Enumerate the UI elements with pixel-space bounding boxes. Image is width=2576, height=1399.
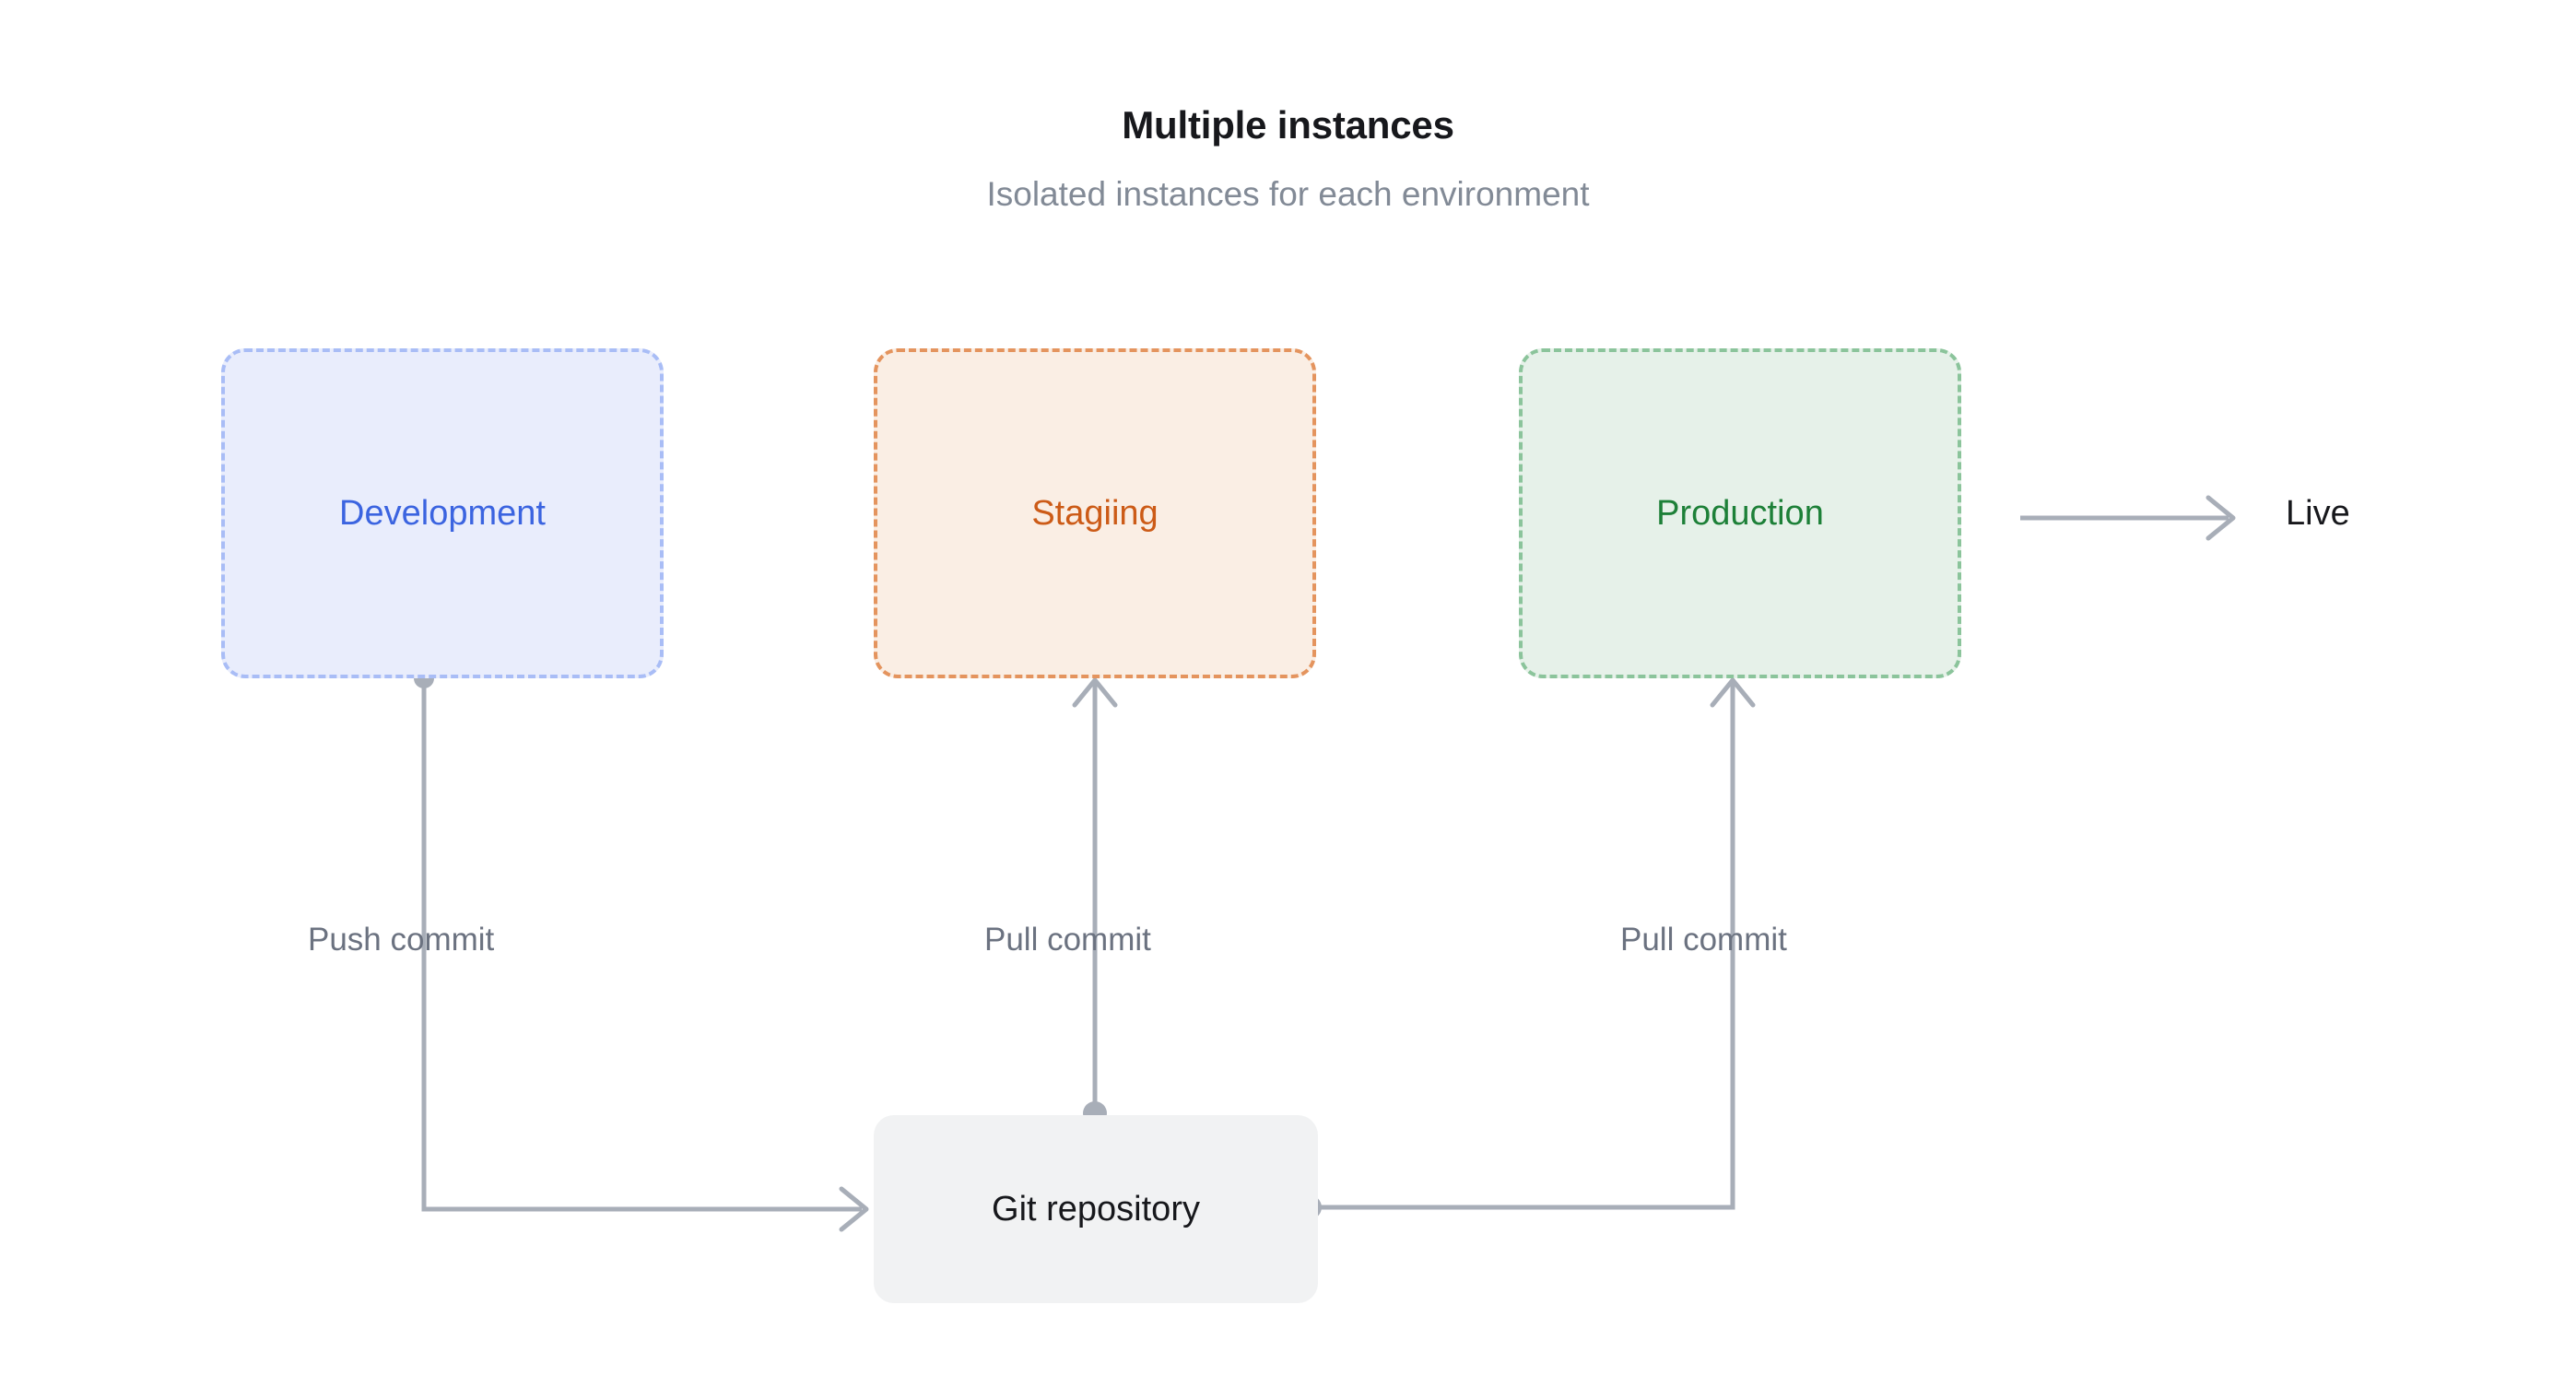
arrowhead-into-live	[2205, 495, 2236, 541]
edge-pull-commit-staging	[1072, 677, 1118, 1125]
edge-label-pull-commit-production: Pull commit	[1620, 922, 1787, 958]
git-repository-label: Git repository	[992, 1189, 1200, 1229]
edge-production-live	[2020, 495, 2236, 541]
environment-label-development: Development	[339, 494, 546, 533]
live-label: Live	[2286, 494, 2350, 533]
edge-label-push-commit: Push commit	[308, 922, 495, 958]
environment-box-production[interactable]: Production	[1519, 348, 1961, 678]
page-title: Multiple instances	[1122, 103, 1454, 147]
environment-label-staging: Stagiing	[1031, 494, 1159, 533]
arrowhead-into-production	[1710, 677, 1756, 708]
environment-box-staging[interactable]: Stagiing	[874, 348, 1316, 678]
edge-label-pull-commit-staging: Pull commit	[984, 922, 1151, 958]
arrowhead-into-staging	[1072, 677, 1118, 708]
arrowhead-into-git-repository	[839, 1186, 869, 1232]
page-subtitle: Isolated instances for each environment	[986, 175, 1590, 213]
git-repository-node[interactable]: Git repository	[874, 1115, 1318, 1303]
environment-label-production: Production	[1656, 494, 1824, 533]
environment-box-development[interactable]: Development	[221, 348, 664, 678]
